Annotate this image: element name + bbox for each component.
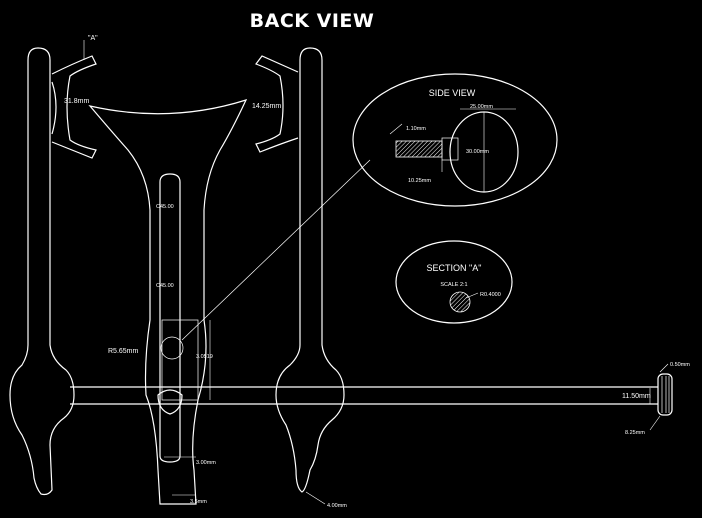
center-piece: C45.00 C45.00 3.00mm 3.5mm: [88, 99, 248, 505]
svg-text:R5.65mm: R5.65mm: [108, 348, 139, 355]
svg-text:25.00mm: 25.00mm: [470, 104, 493, 110]
right-clip: 14.25mm: [252, 55, 299, 153]
svg-text:30.00mm: 30.00mm: [466, 149, 489, 155]
svg-text:14.25mm: 14.25mm: [252, 103, 281, 110]
svg-text:3.00mm: 3.00mm: [196, 460, 216, 466]
left-clip: "A" 31.8mm: [51, 35, 98, 159]
knurled-knob: 11.50mm 0.50mm 8.25mm: [622, 362, 690, 436]
left-upright: [9, 47, 75, 496]
svg-text:SECTION "A": SECTION "A": [427, 263, 482, 273]
svg-text:SCALE 2:1: SCALE 2:1: [440, 282, 467, 288]
svg-text:R0.4000: R0.4000: [480, 292, 501, 298]
svg-text:8.25mm: 8.25mm: [625, 430, 645, 436]
right-upright: 4.00mm: [275, 47, 347, 509]
svg-text:1.10mm: 1.10mm: [406, 126, 426, 132]
svg-text:31.8mm: 31.8mm: [64, 98, 89, 105]
svg-text:10.25mm: 10.25mm: [408, 178, 431, 184]
drawing-title: BACK VIEW: [250, 10, 375, 32]
svg-text:"A": "A": [88, 35, 98, 42]
svg-text:3.5mm: 3.5mm: [190, 499, 207, 505]
svg-text:11.50mm: 11.50mm: [622, 393, 651, 400]
side-view-callout: SIDE VIEW 25.00mm 30.00mm 1.10mm 10.25mm: [352, 73, 558, 207]
svg-text:C45.00: C45.00: [156, 204, 174, 210]
slot-detail: R5.65mm 3.0519: [108, 159, 371, 415]
crossbar: [70, 386, 658, 405]
svg-text:0.50mm: 0.50mm: [670, 362, 690, 368]
svg-text:SIDE VIEW: SIDE VIEW: [429, 88, 476, 98]
svg-text:C45.00: C45.00: [156, 283, 174, 289]
svg-text:3.0519: 3.0519: [196, 354, 213, 360]
svg-text:4.00mm: 4.00mm: [327, 503, 347, 509]
section-a-callout: SECTION "A" SCALE 2:1 R0.4000: [395, 240, 513, 324]
